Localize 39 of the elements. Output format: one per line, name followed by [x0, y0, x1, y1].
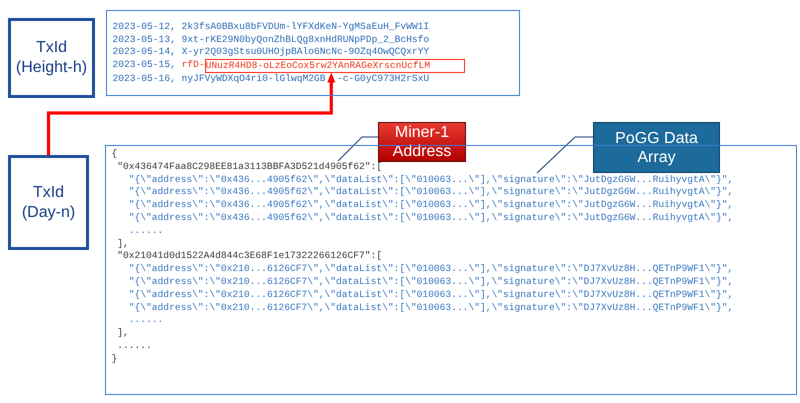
callout-label: PoGG Data Array [614, 128, 699, 166]
id-box [8, 18, 95, 98]
code-line: ...... [117, 340, 152, 353]
code-line: "0x436474Faa8C298EE81a3113BBFA3D521d4905f62":[ [117, 160, 382, 174]
code-line: "{\"address\":\"0x210...6126CF7\",\"dataList\":[\"010063...\"],\"signature\":\"DJ7XvUz8H...QETnP9WF1\"}", [128, 276, 734, 289]
code-line: ...... [128, 224, 164, 238]
code-line: "{\"address\":\"0x210...6126CF7\",\"dataList\":[\"010063...\"],\"signature\":\"DJ7XvUz8H...QETnP9WF1\"}", [128, 288, 734, 302]
code-line: "{\"address\":\"0x210...6126CF7\",\"dataList\":[\"010063...\"],\"signature\":\"DJ7XvUz8H...QETnP9WF1\"}", [128, 263, 734, 276]
leader-line [338, 136, 378, 162]
id-box [8, 155, 89, 250]
listing-panel [106, 10, 520, 96]
callout-box [378, 122, 466, 162]
callout-label: Miner-1 Address [392, 123, 452, 161]
code-line: "{\"address\":\"0x436...4905f62\",\"dataList\":[\"010063...\"],\"signature\":\"JutDgzG6W...RuihyvgtA\"}", [128, 212, 734, 225]
code-line: 2023-05-12, 2k3fsA0BBxu8bFVDUm-lYFXdKeN-YgMSaEuH_FvWW1I [112, 21, 430, 34]
box-label: TxId (Day-n) [20, 182, 76, 222]
code-line: 2023-05-15, [112, 59, 176, 72]
code-line: "{\"address\":\"0x436...4905f62\",\"dataList\":[\"010063...\"],\"signature\":\"JutDgzG6W...RuihyvgtA\"}", [128, 174, 734, 186]
code-line: 2023-05-13, 9xt-rKE29N0byQonZhBLQg8xnHdRUNpPDp_2_BcHsfo [112, 34, 430, 46]
code-line: } [112, 352, 118, 366]
highlight-box [204, 58, 466, 73]
highlighted-id: UNuzR4HD8-oLzEoCox5rw2YAnRAGeXrscnUcfLM [206, 60, 430, 71]
code-line: -c-G0yC973H2rSxU [337, 72, 430, 85]
code-line: ], [117, 238, 129, 250]
code-line: "{\"address\":\"0x436...4905f62\",\"dataList\":[\"010063...\"],\"signature\":\"JutDgzG6W...RuihyvgtA\"}", [128, 199, 734, 212]
code-line: "0x21041d0d1522A4d844c3E68F1e17322266126CF7":[ [117, 250, 382, 264]
box-label: TxId (Height-h) [14, 38, 88, 78]
arrow [46, 72, 336, 155]
code-line: 2023-05-16, nyJFVyWDXqO4ri0-lGlwqM2GB [112, 72, 326, 85]
code-line: rfD- [182, 59, 205, 72]
leader-line [536, 136, 593, 174]
code-line: ...... [128, 314, 164, 328]
code-line: { [112, 148, 118, 161]
code-panel [105, 145, 797, 395]
code-line: ], [117, 327, 129, 340]
code-line: 2023-05-14, X-yr2Q03gStsu0UHOjpBAlo6NcNc-9OZq4OwQCQxrYY [112, 46, 430, 59]
code-line: "{\"address\":\"0x210...6126CF7\",\"dataList\":[\"010063...\"],\"signature\":\"DJ7XvUz8H...QETnP9WF1\"}", [128, 302, 734, 314]
code-line: "{\"address\":\"0x436...4905f62\",\"dataList\":[\"010063...\"],\"signature\":\"JutDgzG6W...RuihyvgtA\"}", [128, 186, 734, 200]
callout-box [593, 122, 720, 173]
